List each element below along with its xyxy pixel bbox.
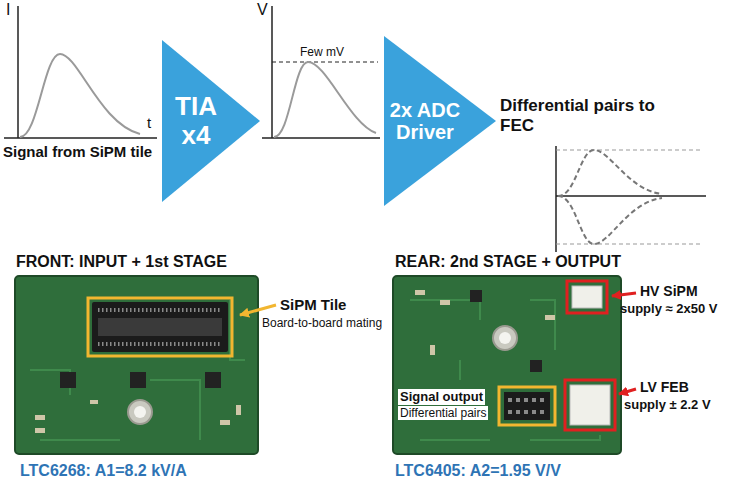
front-board-photo (15, 276, 276, 454)
rear-board-photo (393, 276, 636, 454)
hv-connector (572, 286, 602, 308)
connector-pins (98, 308, 222, 312)
connector-pins (98, 342, 222, 346)
smd-component (430, 345, 435, 355)
positive-pulse (558, 150, 662, 196)
leader-arrow (619, 389, 636, 394)
smd-component (220, 420, 230, 425)
part-note: supply ≈ 2x50 V (620, 301, 717, 317)
smd-component (440, 300, 450, 305)
current-pulse (20, 54, 140, 137)
connector-pins (508, 398, 546, 402)
highlight-box (565, 380, 615, 430)
part-name: LV FEB (640, 379, 689, 396)
smd-component (545, 315, 555, 320)
lv-connector (570, 385, 610, 425)
gain-label: LTC6268: A1=8.2 kV/A (20, 461, 187, 480)
part-name: HV SiPM (640, 283, 698, 300)
signal-caption: Signal from SiPM tile (3, 143, 152, 161)
smd-component (35, 428, 45, 433)
smd-component (35, 415, 45, 420)
smd-component (90, 400, 98, 404)
gain-label: LTC6405: A2=1.95 V/V (395, 461, 561, 480)
driver-chip (470, 290, 482, 302)
pcb (15, 276, 258, 454)
level-label: Few mV (300, 45, 344, 59)
pcb (393, 276, 621, 454)
y-axis (555, 146, 557, 252)
input-plot (4, 6, 157, 138)
part-name: SiPM Tile (280, 296, 346, 314)
x-axis (4, 137, 157, 139)
connector-pins (508, 410, 546, 414)
axis-label: t (147, 114, 151, 132)
triangle-fill (162, 40, 260, 202)
part-note: Differential pairs (398, 406, 488, 420)
amplitude-level (272, 62, 378, 63)
highlight-box (88, 298, 232, 356)
part-note: supply ± 2.2 V (624, 397, 711, 413)
triangle-fill (384, 36, 496, 206)
amplitude-level (556, 244, 700, 245)
highlight-box (499, 387, 555, 425)
signal-connector (504, 392, 550, 420)
amplitude-level (556, 150, 700, 151)
leader-arrow (612, 293, 636, 296)
tia-output-plot (262, 6, 380, 138)
board-connector (92, 302, 228, 352)
leader-arrow (240, 305, 276, 315)
differential-plot (556, 146, 706, 252)
amplifier-label: TIA x4 (168, 92, 224, 149)
mounting-hole (134, 406, 146, 418)
x-axis (556, 195, 706, 197)
section-title: FRONT: INPUT + 1st STAGE (16, 252, 227, 271)
mounting-hole (128, 400, 152, 424)
smd-component (415, 290, 425, 295)
negative-pulse (558, 196, 662, 244)
highlight-box (567, 281, 607, 313)
y-axis (271, 6, 273, 138)
opamp-chip (60, 372, 76, 388)
amplifier-triangle: TIA x4 (162, 40, 260, 202)
axis-label: V (257, 0, 268, 19)
amplifier-label: 2x ADC Driver (388, 99, 462, 143)
smd-component (236, 405, 241, 415)
axis-label: I (6, 0, 10, 19)
part-note: Board-to-board mating (262, 316, 382, 330)
output-caption: Differential pairs to FEC (500, 96, 665, 137)
x-axis (262, 137, 380, 139)
voltage-pulse (274, 62, 376, 137)
mounting-hole (493, 326, 517, 350)
part-name: Signal output (398, 389, 485, 405)
y-axis (17, 6, 19, 138)
section-title: REAR: 2nd STAGE + OUTPUT (395, 252, 621, 271)
amplifier-triangle: 2x ADC Driver (384, 36, 496, 206)
driver-chip (530, 360, 542, 372)
opamp-chip (205, 372, 221, 388)
opamp-chip (130, 372, 146, 388)
connector-slot (98, 318, 222, 336)
mounting-hole (499, 332, 511, 344)
pcb-trace (30, 300, 245, 440)
